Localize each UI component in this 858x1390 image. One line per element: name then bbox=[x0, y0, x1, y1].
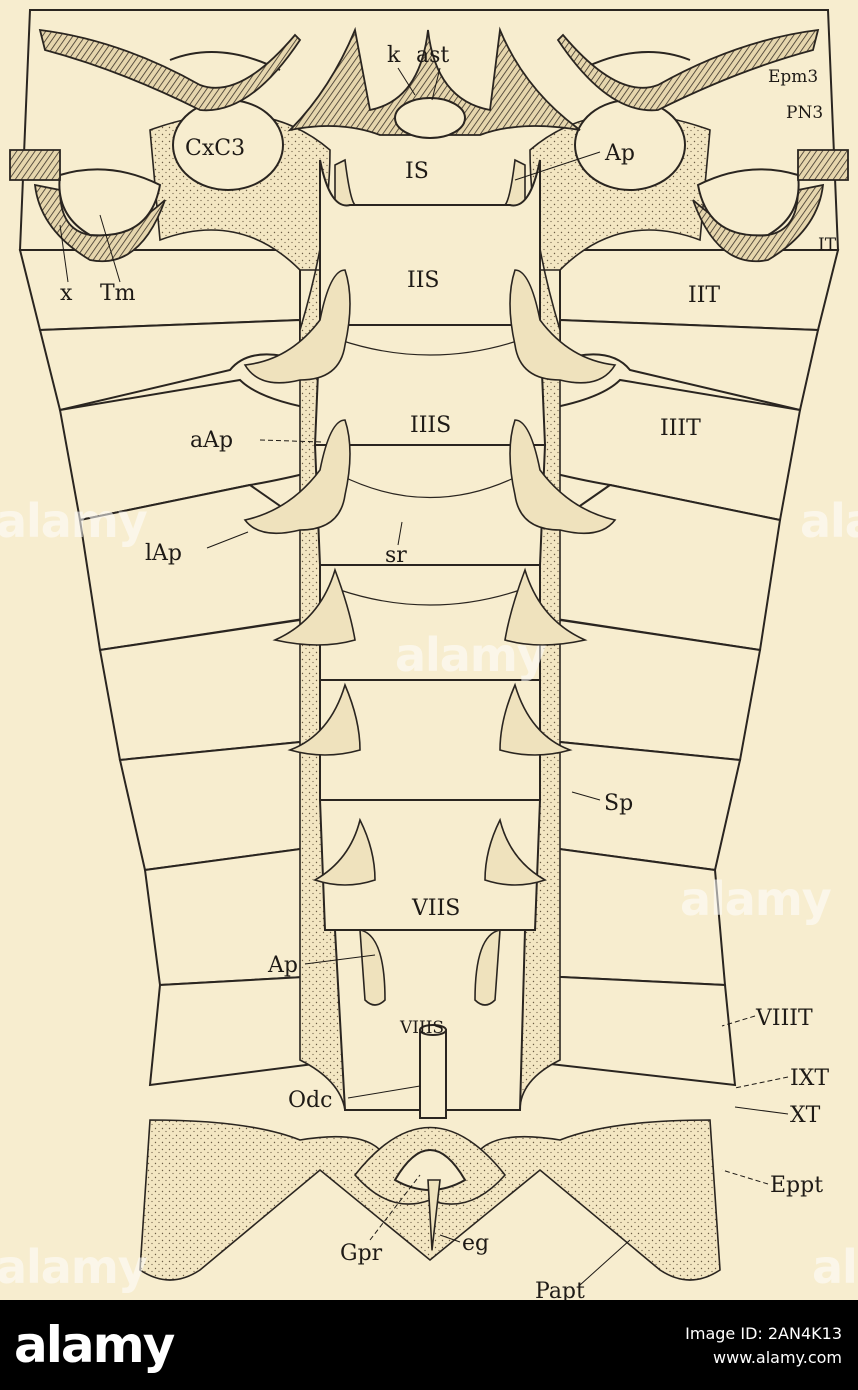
label-iit: IIT bbox=[688, 283, 720, 308]
label-it: IT bbox=[818, 235, 837, 255]
coxal-cavities bbox=[169, 51, 691, 191]
genital-region bbox=[353, 1024, 507, 1251]
watermark: alamy bbox=[0, 1240, 148, 1294]
label-epm3: Epm3 bbox=[768, 67, 818, 87]
tympanal-organs bbox=[9, 149, 849, 263]
label-x: x bbox=[60, 281, 73, 306]
watermark: alamy bbox=[800, 494, 858, 548]
label-papt: Papt bbox=[535, 1279, 585, 1300]
stock-footer-bar: alamy Image ID: 2AN4K13 www.alamy.com bbox=[0, 1300, 858, 1390]
apodeme-arms bbox=[38, 26, 820, 139]
label-k: k bbox=[387, 43, 401, 68]
label-sr: sr bbox=[385, 543, 407, 568]
labels: k ast Epm3 PN3 CxC3 Ap IS IT x Tm IIS II… bbox=[59, 43, 837, 1300]
label-cxc3: CxC3 bbox=[185, 136, 245, 161]
watermark: alamy bbox=[0, 494, 148, 548]
label-tm: Tm bbox=[100, 281, 136, 306]
label-ixt: IXT bbox=[790, 1066, 829, 1091]
label-ast: ast bbox=[416, 43, 449, 68]
image-id: Image ID: 2AN4K13 bbox=[685, 1324, 842, 1343]
label-eg: eg bbox=[462, 1231, 489, 1256]
watermark: alamy bbox=[680, 872, 832, 926]
label-iis: IIS bbox=[407, 268, 439, 293]
image-meta: Image ID: 2AN4K13 www.alamy.com bbox=[685, 1322, 842, 1370]
label-sp: Sp bbox=[604, 791, 633, 816]
watermark: alamy bbox=[812, 1240, 858, 1294]
anatomical-figure: k ast Epm3 PN3 CxC3 Ap IS IT x Tm IIS II… bbox=[0, 9, 858, 1300]
label-is: IS bbox=[405, 159, 429, 184]
label-iiis: IIIS bbox=[410, 413, 451, 438]
label-viiit: VIIIT bbox=[755, 1006, 813, 1031]
label-aap: aAp bbox=[190, 428, 233, 453]
label-odc: Odc bbox=[288, 1088, 332, 1113]
alamy-logo: alamy bbox=[14, 1316, 175, 1374]
label-gpr: Gpr bbox=[340, 1241, 383, 1266]
watermark: alamy bbox=[395, 628, 547, 682]
label-eppt: Eppt bbox=[770, 1173, 823, 1198]
label-iiit: IIIT bbox=[660, 416, 701, 441]
label-pn3: PN3 bbox=[786, 103, 823, 123]
label-viiis: VIIIS bbox=[399, 1018, 444, 1038]
label-ap-top: Ap bbox=[604, 141, 635, 166]
label-lap: lAp bbox=[145, 541, 182, 566]
label-xt: XT bbox=[790, 1103, 821, 1128]
site-url: www.alamy.com bbox=[713, 1348, 842, 1367]
label-viis: VIIS bbox=[411, 896, 460, 921]
lateral-apodemes bbox=[243, 269, 617, 1006]
tergal-plates bbox=[18, 9, 840, 1087]
label-ap-mid: Ap bbox=[267, 953, 298, 978]
